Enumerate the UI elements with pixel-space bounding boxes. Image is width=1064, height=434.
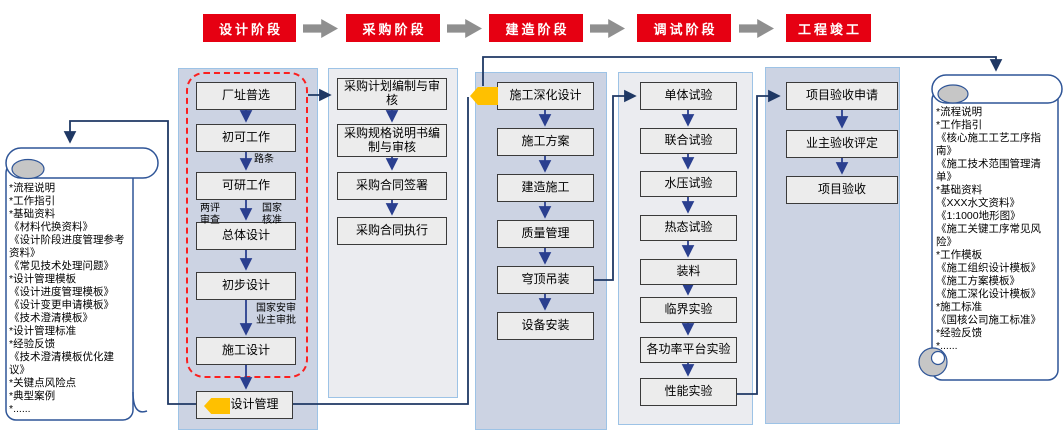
phase-header-construction: 建造阶段 xyxy=(489,14,583,42)
step-detailed-design: 施工深化设计 xyxy=(497,82,594,110)
design-knowledge-list: *流程说明 *工作指引 *基础资料 《材料代换资料》 《设计阶段进度管理参考资料… xyxy=(9,182,125,416)
step-unit-test: 单体试验 xyxy=(640,82,737,110)
step-procurement-plan: 采购计划编制与审核 xyxy=(337,78,447,110)
design-management-label: 设计管理 xyxy=(230,397,279,412)
commissioning-phase-column xyxy=(618,72,753,425)
step-acceptance-application: 项目验收申请 xyxy=(786,82,898,110)
step-preliminary-design: 初步设计 xyxy=(196,272,296,300)
step-feasibility-study: 可研工作 xyxy=(196,172,296,200)
step-dome-hoisting: 穹顶吊装 xyxy=(497,266,594,294)
step-construction-plan: 施工方案 xyxy=(497,128,594,156)
phase-header-commissioning: 调试阶段 xyxy=(637,14,731,42)
step-building-work: 建造施工 xyxy=(497,174,594,202)
phase-arrow-icon xyxy=(739,19,774,38)
step-overall-design: 总体设计 xyxy=(196,222,296,250)
step-power-platform: 各功率平台实验 xyxy=(640,337,737,363)
step-owner-evaluation: 业主验收评定 xyxy=(786,130,898,158)
step-pre-feasibility: 初可工作 xyxy=(196,124,296,152)
step-design-management: 设计管理 xyxy=(196,391,293,419)
step-contract-signing: 采购合同签署 xyxy=(337,172,447,200)
step-procurement-spec: 采购规格说明书编制与审核 xyxy=(337,124,447,157)
label-lutiao: 路条 xyxy=(254,154,274,165)
phase-header-design: 设计阶段 xyxy=(203,14,296,42)
step-project-acceptance: 项目验收 xyxy=(786,176,898,204)
phase-arrow-icon xyxy=(590,19,625,38)
step-site-selection: 厂址普选 xyxy=(196,82,296,110)
label-hezhun: 国家 核准 xyxy=(262,203,282,226)
construction-knowledge-list: *流程说明 *工作指引 《核心施工工艺工序指南》 《施工技术范围管理清单》 *基… xyxy=(936,106,1041,353)
construction-design-tag-icon xyxy=(470,87,498,105)
step-hydro-test: 水压试验 xyxy=(640,171,737,197)
step-joint-test: 联合试验 xyxy=(640,128,737,154)
step-equipment-install: 设备安装 xyxy=(497,312,594,340)
completion-phase-column xyxy=(765,67,900,424)
step-criticality-test: 临界实验 xyxy=(640,297,737,323)
step-contract-execution: 采购合同执行 xyxy=(337,217,447,245)
step-fuel-loading: 装料 xyxy=(640,259,737,285)
step-quality-management: 质量管理 xyxy=(497,220,594,248)
phase-arrow-icon xyxy=(303,19,338,38)
phase-arrow-icon xyxy=(447,19,482,38)
label-anshen: 国家安审 业主审批 xyxy=(256,303,296,326)
construction-phase-column xyxy=(475,72,607,430)
phase-header-procurement: 采购阶段 xyxy=(346,14,440,42)
step-hot-test: 热态试验 xyxy=(640,215,737,241)
phase-header-completion: 工程竣工 xyxy=(786,14,871,42)
step-construction-design: 施工设计 xyxy=(196,337,296,365)
label-pingshen: 两评 审查 xyxy=(200,203,220,226)
step-performance-test: 性能实验 xyxy=(640,378,737,406)
design-management-tag-icon xyxy=(204,398,230,414)
